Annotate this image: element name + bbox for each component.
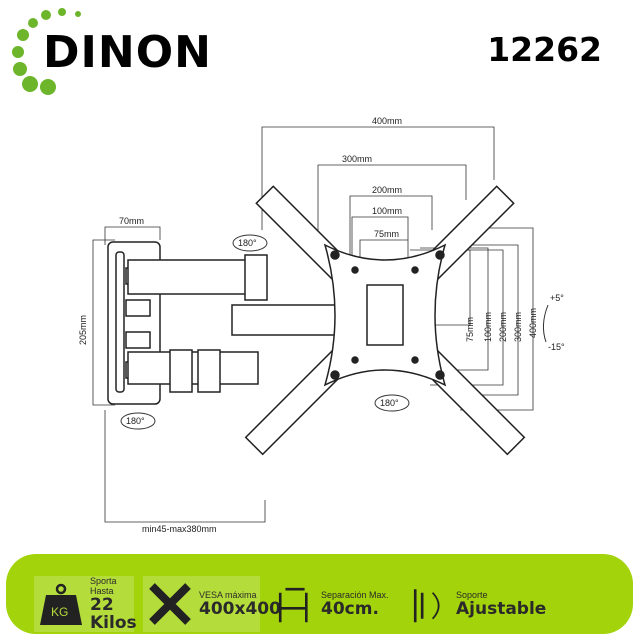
dim-height-100: 100mm (483, 312, 493, 342)
feature-label: Sporta Hasta (90, 576, 117, 596)
wall-separation-icon (278, 587, 308, 623)
svg-text:KG: KG (51, 605, 68, 619)
vesa-cross-icon (149, 583, 191, 625)
rotation-center: 180° (380, 398, 399, 408)
dim-width-400: 400mm (372, 116, 402, 126)
dim-width-300: 300mm (342, 154, 372, 164)
dim-height-75: 75mm (465, 317, 475, 342)
logo-dots-icon (12, 8, 81, 95)
rotation-top: 180° (238, 238, 257, 248)
tilt-down: -15° (548, 342, 565, 352)
brand-name: DINON (43, 27, 212, 78)
tilt-adjust-icon (413, 589, 440, 623)
feature-value: 40cm. (321, 599, 379, 619)
dinon-logo: DINON (8, 5, 211, 95)
rotation-labels: 180° 180° 180° (120, 234, 410, 430)
rotation-left: 180° (126, 416, 145, 426)
dim-width-100: 100mm (372, 206, 402, 216)
dim-height-400: 400mm (528, 308, 538, 338)
swing-arms (127, 254, 343, 393)
feature-separation: Separación Max.40cm. (271, 576, 411, 632)
dim-extension: min45-max380mm (142, 524, 217, 534)
feature-label: VESA máxima (199, 590, 257, 600)
feature-value: 400x400 (199, 599, 281, 619)
weight-kg-icon: KG (40, 583, 82, 625)
dim-plate-height: 205mm (78, 315, 88, 345)
dim-plate-width: 70mm (119, 216, 144, 226)
feature-value: 22 Kilos (90, 595, 137, 633)
tilt-up: +5° (550, 293, 564, 303)
dim-height-200: 200mm (498, 312, 508, 342)
feature-value: Ajustable (456, 599, 547, 619)
model-number: 12262 (487, 30, 602, 69)
feature-label: Separación Max. (321, 590, 389, 600)
dim-height-300: 300mm (513, 312, 523, 342)
mount-diagram: 400mm 300mm 200mm 100mm 75mm 75mm 100mm … (78, 116, 565, 534)
dim-width-75: 75mm (374, 229, 399, 239)
dim-width-200: 200mm (372, 185, 402, 195)
vesa-bracket (244, 185, 526, 456)
feature-label: Soporte (456, 590, 488, 600)
